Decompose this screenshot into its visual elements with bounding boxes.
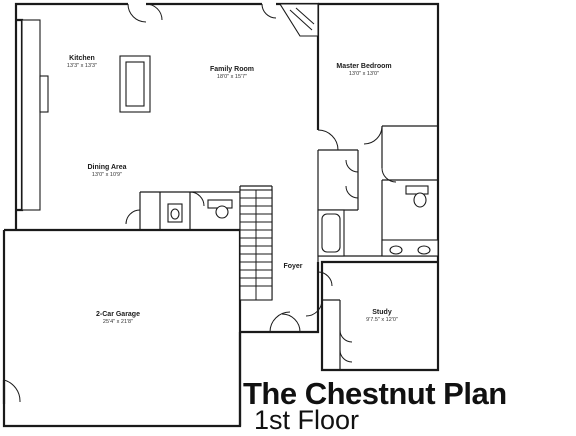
foyer-label: Foyer	[283, 263, 302, 270]
master-bedroom-label: Master Bedroom	[336, 63, 391, 70]
kitchen-fixtures	[21, 19, 151, 211]
family-room-label: Family Room	[210, 66, 254, 73]
family-room-dims: 18'0" x 15'7"	[217, 74, 247, 80]
master-bath-fixtures	[317, 185, 439, 257]
door-swings	[3, 3, 397, 403]
garage-label: 2-Car Garage	[96, 311, 140, 318]
kitchen-dims: 13'3" x 13'3"	[67, 63, 97, 69]
study-label: Study	[372, 309, 392, 316]
room-labels: Kitchen 13'3" x 13'3" Family Room 18'0" …	[67, 55, 398, 325]
garage-dims: 25'4" x 21'8"	[103, 319, 133, 325]
kitchen-label: Kitchen	[69, 55, 95, 62]
master-bedroom-dims: 13'0" x 13'0"	[349, 71, 379, 77]
dining-area-dims: 13'0" x 10'9"	[92, 172, 122, 178]
interior-walls	[22, 125, 438, 370]
dining-area-label: Dining Area	[87, 164, 126, 171]
fireplace	[279, 3, 319, 37]
staircase	[239, 189, 273, 301]
plan-title: The Chestnut Plan	[243, 376, 507, 411]
powder-room-fixtures	[167, 199, 233, 223]
plan-subtitle: 1st Floor	[254, 405, 360, 435]
study-dims: 9'7.5" x 12'0"	[366, 317, 398, 323]
